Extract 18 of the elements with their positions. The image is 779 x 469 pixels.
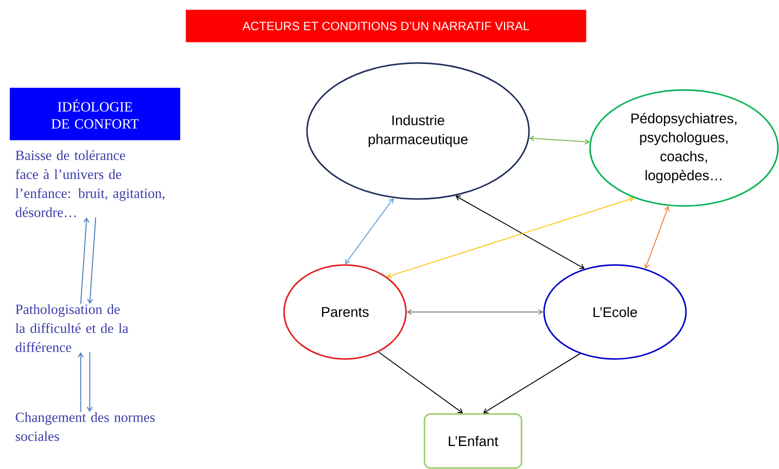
arrow bbox=[529, 135, 590, 145]
arrow bbox=[78, 352, 84, 412]
heading-box: IDÉOLOGIE DE CONFORT bbox=[10, 88, 180, 140]
arrow bbox=[378, 352, 463, 414]
statement-text: Changement des normes sociales bbox=[16, 412, 155, 442]
arrow bbox=[455, 196, 585, 269]
statement-text: Baisse de tolérance face à l’univers de l’enfance: bruit, agitation, désordre… bbox=[15, 150, 164, 218]
title-banner: ACTEURS ET CONDITIONS D’UN NARRATIF VIRAL bbox=[186, 10, 586, 42]
arrow bbox=[483, 353, 580, 414]
arrow bbox=[644, 206, 670, 269]
statement-text: Pathologisation de la difficulté et de la différence bbox=[15, 304, 128, 352]
arrow bbox=[406, 309, 544, 315]
child-box: L’Enfant bbox=[424, 413, 522, 469]
arrow bbox=[345, 198, 394, 264]
arrow bbox=[80, 217, 90, 304]
arrow bbox=[86, 352, 93, 412]
arrow bbox=[87, 216, 96, 304]
arrow bbox=[386, 196, 634, 278]
